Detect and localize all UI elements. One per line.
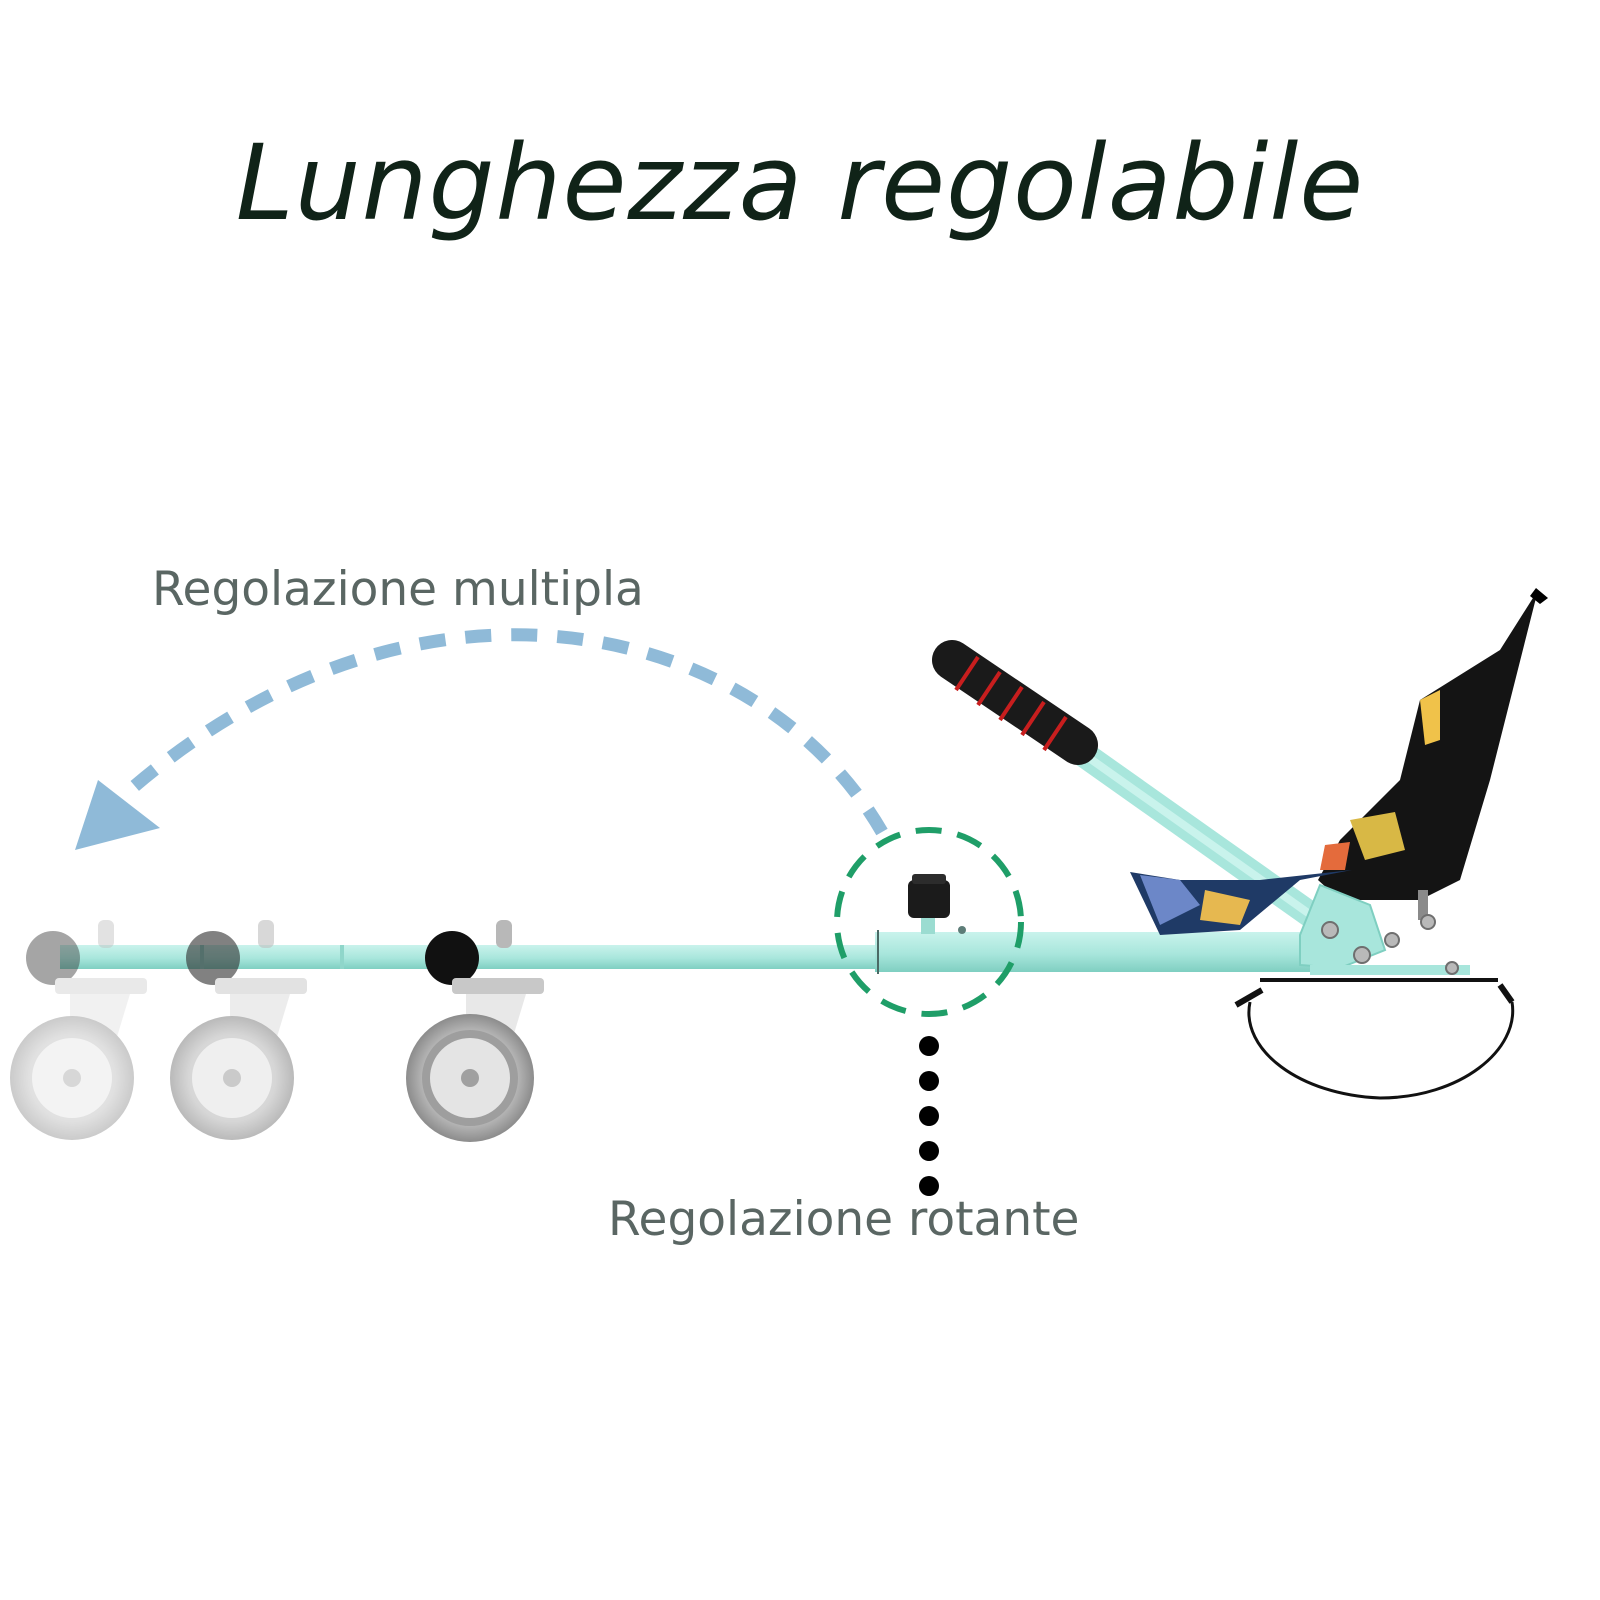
page-title: Lunghezza regolabile bbox=[235, 122, 1365, 244]
frame-tube bbox=[60, 930, 1315, 974]
adjustment-arrow bbox=[75, 628, 888, 850]
caster-wheel-ghost-1 bbox=[10, 920, 147, 1140]
rear-bracket bbox=[1299, 883, 1470, 975]
caster-wheel-ghost-2 bbox=[170, 920, 307, 1140]
label-rotating-adjustment: Regolazione rotante bbox=[608, 1192, 1080, 1247]
rotating-knob bbox=[908, 874, 966, 934]
seat bbox=[1130, 588, 1548, 935]
dashed-arc bbox=[125, 628, 888, 836]
caster-wheel bbox=[406, 920, 544, 1142]
label-multiple-adjustment: Regolazione multipla bbox=[152, 562, 644, 617]
dotted-connector bbox=[919, 1036, 939, 1196]
dashed-circle-icon bbox=[834, 827, 1024, 1017]
strap bbox=[1234, 978, 1515, 1100]
arrow-head bbox=[75, 780, 160, 850]
